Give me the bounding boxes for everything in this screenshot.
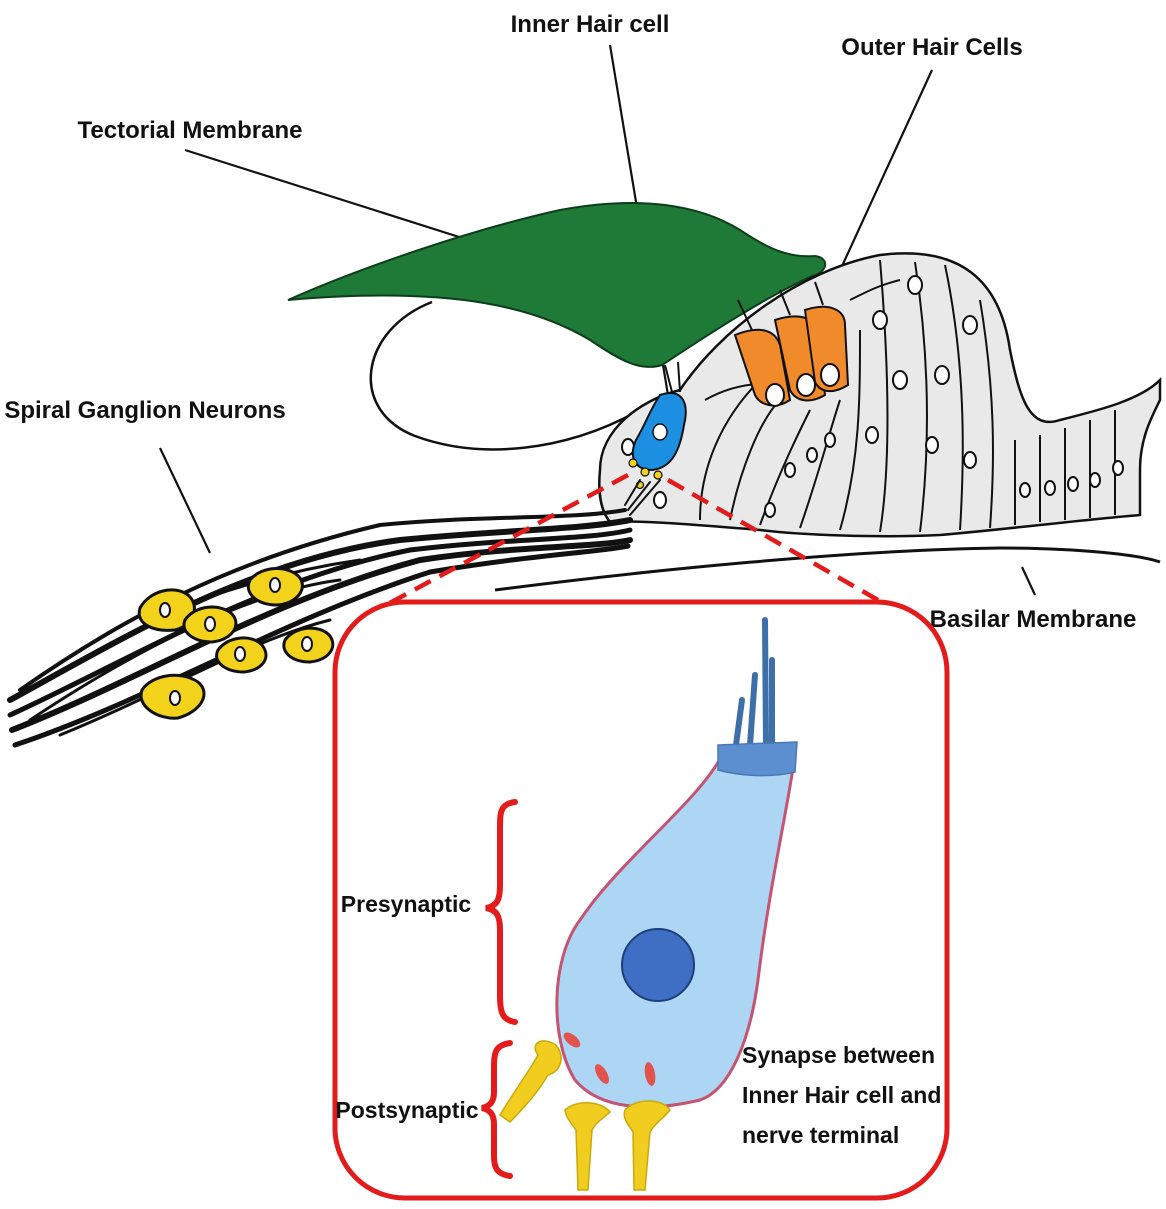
synapse-caption-line-2: Inner Hair cell and (742, 1082, 941, 1108)
label-inner-hair-cell: Inner Hair cell (511, 11, 670, 38)
label-postsynaptic: Postsynaptic (335, 1097, 478, 1123)
synapse-caption-line-1: Synapse between (742, 1042, 935, 1068)
label-basilar-membrane: Basilar Membrane (930, 606, 1137, 633)
synapse-caption-line-3: nerve terminal (742, 1122, 899, 1148)
tectorial-membrane-leader (185, 150, 478, 243)
spiral-ganglion-leader (160, 448, 210, 553)
cuticular-plate (718, 742, 797, 776)
label-presynaptic: Presynaptic (341, 891, 472, 917)
spiral-ganglion-neurons (139, 568, 333, 718)
inset-nucleus (622, 929, 694, 1001)
synapse-inset: Presynaptic Postsynaptic Synapse between… (335, 602, 947, 1198)
basilar-membrane-leader (1022, 567, 1035, 595)
label-outer-hair-cells: Outer Hair Cells (841, 34, 1022, 61)
label-spiral-ganglion-neurons: Spiral Ganglion Neurons (4, 397, 285, 424)
label-tectorial-membrane: Tectorial Membrane (78, 117, 303, 144)
